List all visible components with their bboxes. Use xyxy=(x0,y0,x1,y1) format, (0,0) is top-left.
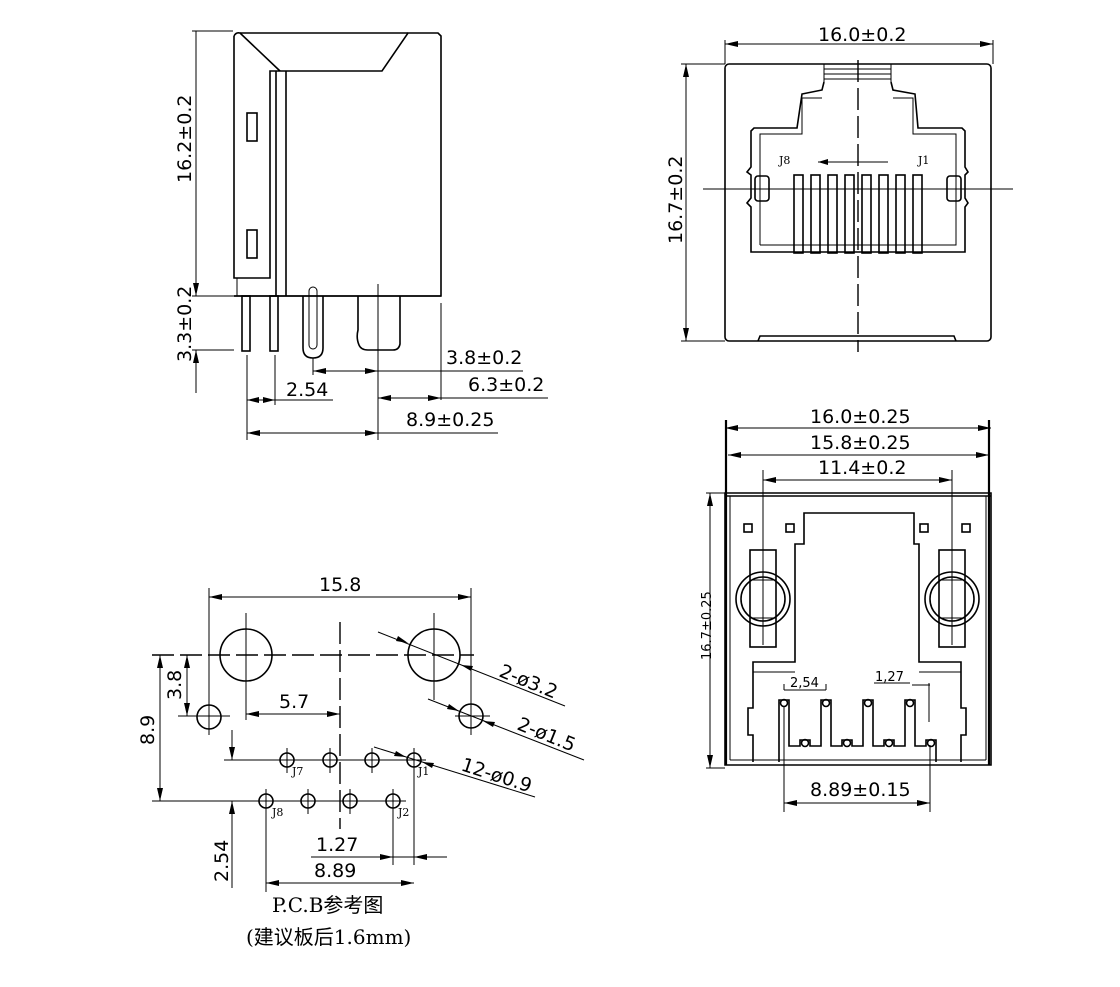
front-contacts xyxy=(793,174,923,254)
pcb-label-j1: J1 xyxy=(417,765,429,778)
dim-pcb-pin-offset: 1.27 xyxy=(316,834,358,856)
dim-post-offset-1: 3.8±0.2 xyxy=(446,347,522,369)
side-pin-1 xyxy=(241,295,251,352)
front-label-j8: J8 xyxy=(778,154,790,167)
front-port-opening xyxy=(745,81,970,253)
side-pin-2 xyxy=(269,295,279,352)
pcb-caption-note: (建议板后1.6mm) xyxy=(246,925,411,949)
dim-pcb-hole-row-offset: 3.8 xyxy=(164,670,186,700)
callout-small-holes: 2-ø1.5 xyxy=(514,713,579,756)
side-post xyxy=(356,296,401,351)
front-view: J8 J1 16.0±0.2 16.7±0.2 xyxy=(665,24,1013,352)
front-bottom-key xyxy=(757,335,957,342)
contact-j4 xyxy=(861,174,872,254)
pcb-label-j2: J2 xyxy=(397,806,409,819)
square-4 xyxy=(961,523,971,533)
dim-bottom-outer-width: 16.0±0.25 xyxy=(810,406,911,428)
pcb-pin-row-1 xyxy=(224,748,426,865)
side-view: 16.2±0.2 3.3±0.2 2.54 3.8±0.2 6.3±0.2 8.… xyxy=(174,30,548,440)
pcb-pin-row-2 xyxy=(152,789,406,892)
bottom-cavity xyxy=(747,512,967,762)
contact-j2 xyxy=(895,174,906,254)
dim-pcb-width: 15.8 xyxy=(319,574,361,596)
dim-front-width: 16.0±0.2 xyxy=(818,24,906,46)
callout-pin-holes: 12-ø0.9 xyxy=(458,754,534,797)
bottom-pin-fingers xyxy=(778,699,937,762)
contact-j8 xyxy=(793,174,804,254)
dim-front-height: 16.7±0.2 xyxy=(665,156,687,244)
pcb-label-j7: J7 xyxy=(291,765,303,778)
dim-pcb-pin-span: 8.89 xyxy=(314,860,356,882)
pcb-layout: J7 J1 J8 J2 15.8 3.8 8.9 5.7 2.54 xyxy=(137,574,585,949)
dim-bottom-pin-offset: 1,27 xyxy=(875,670,904,685)
bottom-post-right xyxy=(924,470,980,648)
callout-large-holes: 2-ø3.2 xyxy=(496,660,561,703)
side-slot-lower xyxy=(246,229,258,259)
square-3 xyxy=(919,523,929,533)
bottom-outline xyxy=(724,492,992,766)
dim-pin-pitch: 2.54 xyxy=(286,379,328,401)
dim-overall-depth: 8.9±0.25 xyxy=(406,409,494,431)
contact-j3 xyxy=(878,174,889,254)
front-label-j1: J1 xyxy=(917,154,929,167)
square-2 xyxy=(785,523,795,533)
pcb-label-j8: J8 xyxy=(271,806,283,819)
pcb-caption-title: P.C.B参考图 xyxy=(272,893,383,917)
side-slot-upper xyxy=(246,112,258,142)
side-clip-inner xyxy=(308,286,318,350)
contact-j7 xyxy=(810,174,821,254)
dim-post-spacing: 11.4±0.2 xyxy=(818,457,906,479)
dim-bottom-inner-width: 15.8±0.25 xyxy=(810,432,911,454)
dim-bottom-height: 16.7±0.25 xyxy=(700,591,715,660)
dim-post-offset-2: 6.3±0.2 xyxy=(468,374,544,396)
dim-pcb-vertical-span: 8.9 xyxy=(137,715,159,745)
square-1 xyxy=(743,523,753,533)
bottom-pins xyxy=(779,698,936,748)
dim-pin-length: 3.3±0.2 xyxy=(174,286,196,362)
dim-side-height: 16.2±0.2 xyxy=(174,95,196,183)
contact-j1 xyxy=(912,174,923,254)
contact-j5 xyxy=(844,174,855,254)
dim-pcb-row-pitch: 2.54 xyxy=(211,840,233,882)
bottom-view: 16.0±0.25 15.8±0.25 11.4±0.2 16.7±0.25 2… xyxy=(700,406,992,812)
side-chamfer xyxy=(233,32,281,72)
bottom-post-left xyxy=(735,470,791,648)
dim-bottom-pin-span: 8.89±0.15 xyxy=(810,779,911,801)
side-body-outline xyxy=(233,32,442,297)
contact-j6 xyxy=(827,174,838,254)
dim-pcb-center-offset: 5.7 xyxy=(279,691,309,713)
dim-bottom-pin-pitch: 2,54 xyxy=(790,676,819,691)
